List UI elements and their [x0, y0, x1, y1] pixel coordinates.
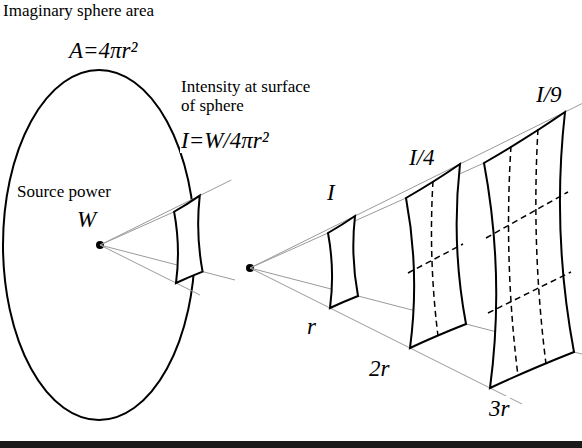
ray-line	[100, 180, 231, 245]
ray-line	[250, 149, 515, 268]
bottom-bar	[0, 441, 582, 448]
intensity-label: I	[326, 180, 336, 205]
distance-label: 3r	[488, 396, 510, 421]
area-patch	[406, 164, 466, 348]
grid-dash	[536, 129, 546, 364]
ray-line	[100, 245, 235, 280]
grid-dash	[408, 244, 463, 273]
symbol-label: W	[76, 207, 97, 232]
area-patch	[484, 112, 574, 388]
grid-dash	[486, 192, 568, 238]
intensity-label: I/9	[535, 82, 563, 107]
area-patch	[174, 196, 203, 283]
grid-dash	[488, 272, 571, 313]
intensity-label: I/4	[408, 145, 436, 170]
formula-label: I=W/4πr²	[180, 128, 270, 153]
imaginary-sphere	[3, 70, 195, 420]
formula-label: A=4πr²	[68, 38, 138, 63]
distance-label: r	[306, 314, 317, 339]
grid-dash	[509, 146, 518, 376]
area-patch	[328, 216, 358, 308]
heading-label: Imaginary sphere area	[2, 2, 155, 21]
source-label: Source power	[16, 183, 112, 202]
ray-line	[250, 268, 522, 404]
note-label: Intensity at surface of sphere	[180, 78, 322, 115]
distance-label: 2r	[368, 356, 390, 381]
rays	[100, 91, 582, 404]
patches	[174, 112, 574, 388]
